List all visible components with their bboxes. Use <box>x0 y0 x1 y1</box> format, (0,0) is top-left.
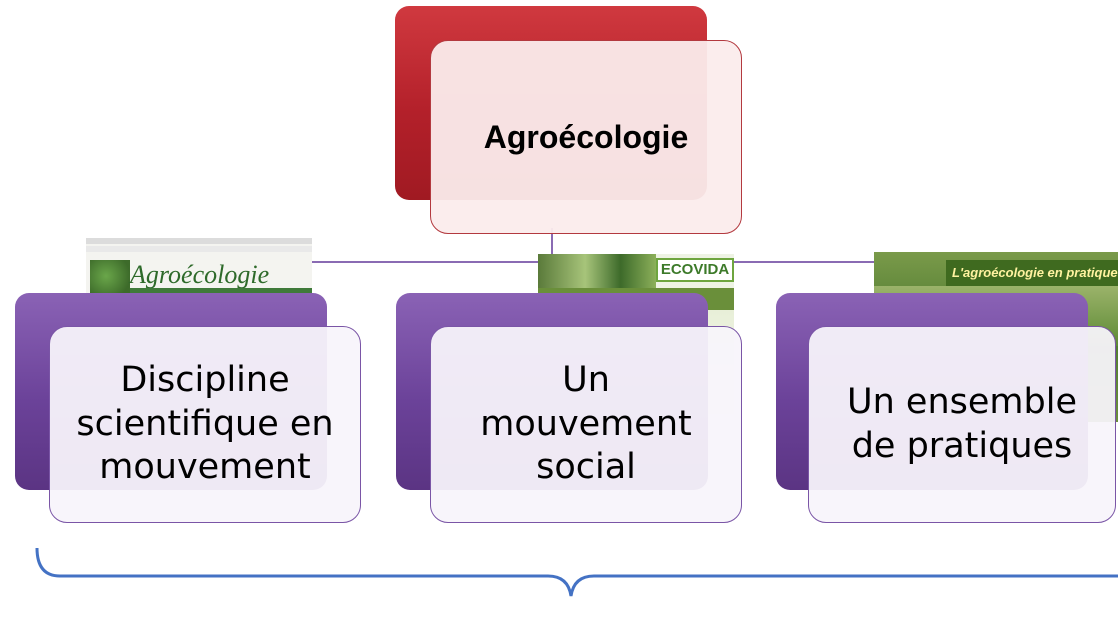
child-node-1-card: Discipline scientifique en mouvement <box>49 326 361 523</box>
thumbnail-brand-text: ECOVIDA <box>656 258 734 282</box>
root-node-label: Agroécologie <box>483 118 689 155</box>
child-node-2-label: Un mouvement social <box>480 359 692 488</box>
root-node-card: Agroécologie <box>430 40 742 234</box>
browser-toolbar <box>86 246 312 252</box>
thumbnail-logo-text: Agroécologie <box>130 260 270 289</box>
child-node-3-label: Un ensemble de pratiques <box>847 381 1077 466</box>
browser-bar <box>86 238 312 244</box>
website-thumbnail-agroecologie: Agroécologie <box>86 238 312 300</box>
plants-photo <box>538 254 656 288</box>
child-node-2-card: Un mouvement social <box>430 326 742 523</box>
child-node-1-label: Discipline scientifique en mouvement <box>76 359 334 488</box>
child-node-3-card: Un ensemble de pratiques <box>808 326 1116 523</box>
thumbnail-banner-text: L'agroécologie en pratique <box>946 260 1118 286</box>
